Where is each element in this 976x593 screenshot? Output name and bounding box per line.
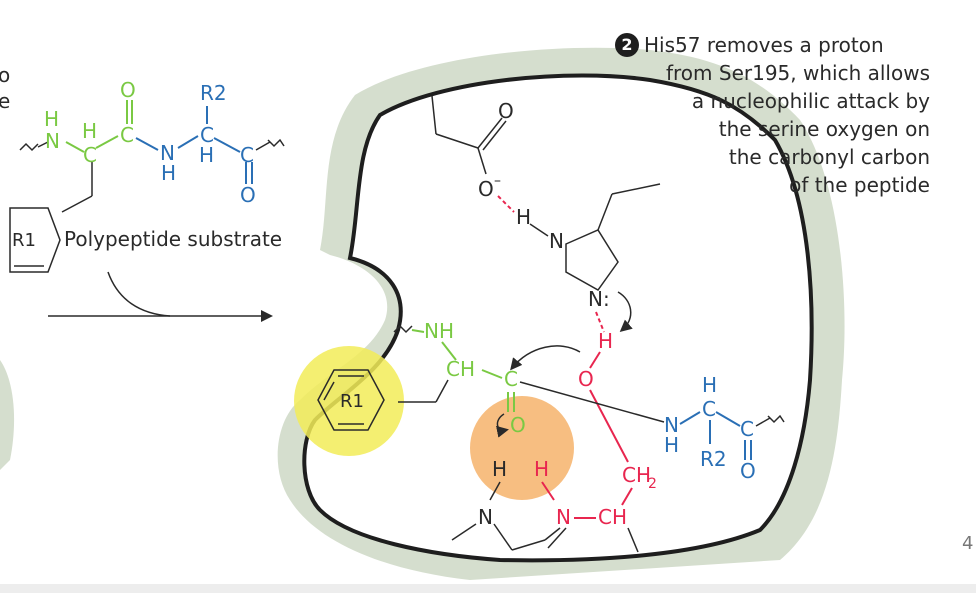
bound-c3: C bbox=[740, 417, 754, 441]
backbone-ch: CH bbox=[598, 505, 627, 529]
ser-o: O bbox=[578, 367, 594, 391]
oxyanion-hole-highlight bbox=[470, 396, 574, 500]
substrate-o-top: O bbox=[120, 78, 136, 102]
bound-ch: CH bbox=[446, 357, 475, 381]
his-electron-arrow bbox=[617, 291, 633, 332]
enzyme-pocket-inner bbox=[302, 73, 814, 563]
bound-c2: C bbox=[702, 397, 716, 421]
backbone-h-right: H bbox=[534, 457, 549, 481]
ser-ch2-sub: 2 bbox=[648, 476, 657, 492]
left-edge-text-1: o bbox=[0, 63, 10, 87]
caption-line-5: the carbonyl carbon bbox=[728, 145, 930, 169]
step-number-badge: 2 bbox=[615, 33, 639, 57]
backbone-h-left: H bbox=[492, 457, 507, 481]
his-ser-hbond bbox=[595, 311, 605, 333]
substrate-c-alpha: C bbox=[83, 143, 97, 167]
backbone-n-left: N bbox=[478, 505, 493, 529]
caption-line-4: the serine oxygen on bbox=[718, 117, 930, 141]
substrate-c-carbonyl: C bbox=[120, 123, 134, 147]
bound-r2: R2 bbox=[700, 447, 727, 471]
bottom-bar bbox=[0, 584, 976, 593]
active-site: O O – H N N: H O CH 2 H N H N CH bbox=[317, 95, 785, 553]
page-number: 4 bbox=[962, 533, 974, 554]
caption-line-1-text: His57 removes a proton bbox=[644, 33, 884, 57]
substrate-n2: N bbox=[160, 141, 175, 165]
bound-c: C bbox=[504, 367, 518, 391]
left-edge-text-2: e bbox=[0, 89, 10, 113]
ser-h: H bbox=[598, 329, 613, 353]
substrate-nh-h: H bbox=[44, 107, 59, 131]
substrate-label: Polypeptide substrate bbox=[64, 227, 282, 251]
caption-line-2: from Ser195, which allows bbox=[665, 61, 930, 85]
his-n2: N: bbox=[588, 287, 610, 311]
substrate-h-n2: H bbox=[161, 161, 176, 185]
bound-o3: O bbox=[740, 459, 756, 483]
substrate-o-bottom: O bbox=[240, 183, 256, 207]
asp-o-minus: O bbox=[478, 177, 494, 201]
bound-nh: NH bbox=[424, 319, 454, 343]
his-h: H bbox=[516, 205, 531, 229]
asp-his-hbond bbox=[497, 195, 515, 213]
left-pocket-edge bbox=[0, 360, 15, 470]
asp-charge: – bbox=[494, 173, 501, 189]
substrate-n: N bbox=[45, 129, 60, 153]
backbone-n-right: N bbox=[556, 505, 571, 529]
ser-ch2: CH bbox=[622, 463, 651, 487]
substrate-c3: C bbox=[240, 143, 254, 167]
substrate-r1: R1 bbox=[12, 230, 36, 251]
caption-line-6: of the peptide bbox=[789, 173, 930, 197]
bound-h-n: H bbox=[664, 433, 679, 457]
caption-line-3: a nucleophilic attack by bbox=[691, 89, 930, 113]
bound-o: O bbox=[510, 413, 526, 437]
ser-attack-arrow bbox=[510, 345, 581, 371]
bound-h-c: H bbox=[702, 373, 717, 397]
substrate-c2: C bbox=[200, 123, 214, 147]
binding-arrow-curve bbox=[107, 271, 171, 317]
substrate-h-c2: H bbox=[199, 143, 214, 167]
substrate-r2: R2 bbox=[200, 81, 227, 105]
r1-binding-highlight bbox=[294, 346, 404, 456]
his-n1: N bbox=[549, 229, 564, 253]
polypeptide-substrate: H N H C C O N H C H R2 C O R1 Polypeptid… bbox=[9, 78, 285, 273]
bound-n: N bbox=[664, 413, 679, 437]
bound-r1: R1 bbox=[340, 391, 364, 412]
asp-o-top: O bbox=[498, 99, 514, 123]
substrate-h-alpha: H bbox=[82, 119, 97, 143]
